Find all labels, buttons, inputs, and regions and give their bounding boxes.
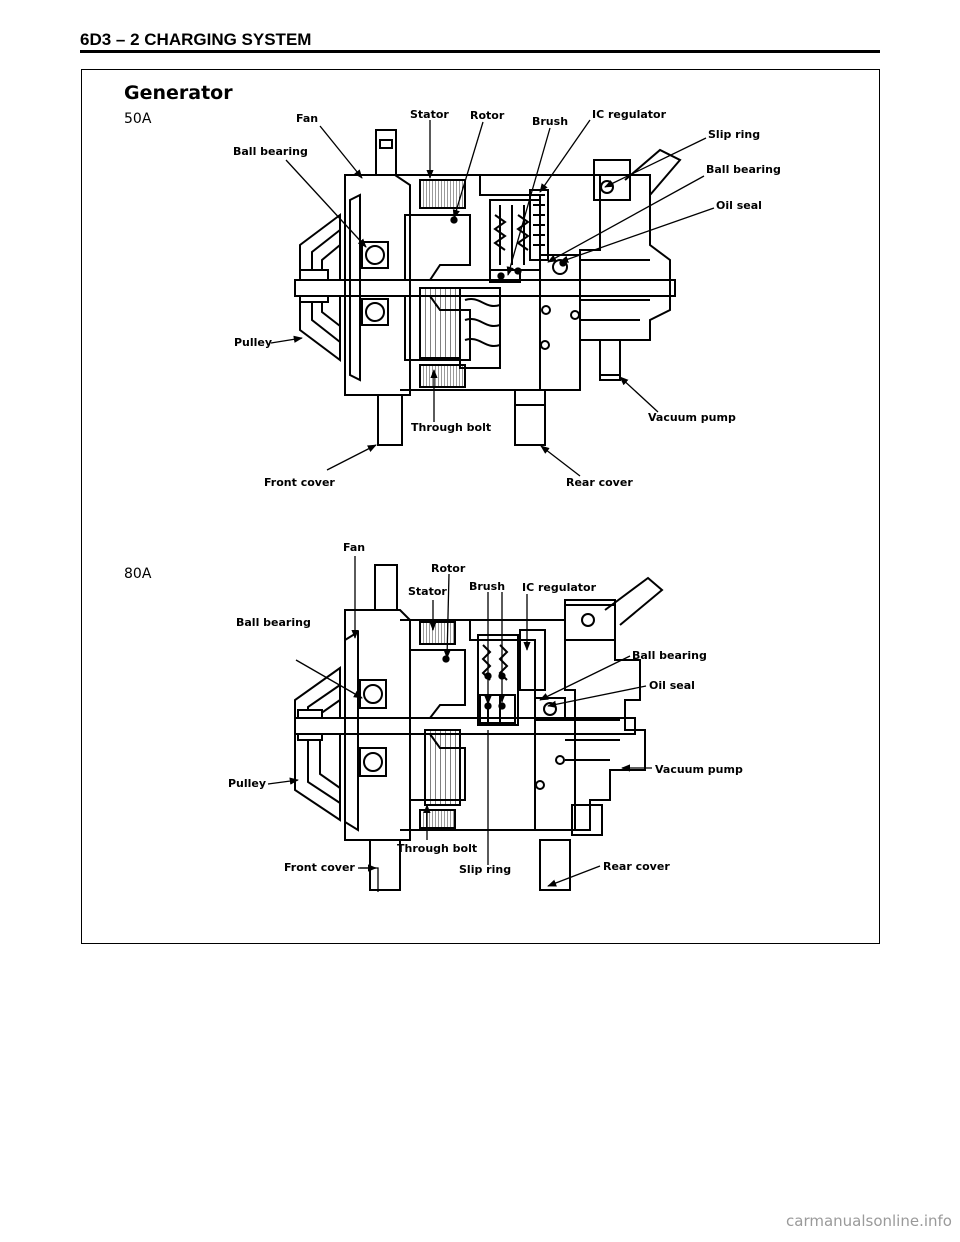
- label-80a-front-cover: Front cover: [284, 861, 355, 874]
- variant-label-80a: 80A: [124, 566, 152, 582]
- label-80a-stator: Stator: [408, 585, 447, 598]
- figure-title: Generator: [124, 82, 233, 104]
- label-50a-pulley: Pulley: [234, 336, 273, 349]
- label-80a-fan: Fan: [343, 541, 366, 554]
- label-50a-slip-ring: Slip ring: [708, 128, 761, 141]
- label-50a-ball-bearing-rear: Ball bearing: [706, 163, 781, 176]
- page-header: 6D3 – 2 CHARGING SYSTEM: [80, 30, 312, 49]
- label-80a-vacuum-pump: Vacuum pump: [655, 763, 743, 776]
- label-80a-rotor: Rotor: [431, 562, 466, 575]
- label-80a-ball-bearing-front: Ball bearing: [236, 616, 311, 629]
- leaders-80a: [267, 556, 652, 892]
- label-80a-ball-bearing-rear: Ball bearing: [632, 649, 707, 662]
- label-80a-ic-regulator: IC regulator: [522, 581, 597, 594]
- label-50a-rotor: Rotor: [470, 109, 505, 122]
- generator-50a-drawing: [294, 129, 682, 446]
- label-50a-vacuum-pump: Vacuum pump: [648, 411, 736, 424]
- figure-frame: [81, 69, 880, 944]
- label-50a-front-cover: Front cover: [264, 476, 335, 489]
- label-50a-through-bolt: Through bolt: [411, 421, 492, 434]
- label-50a-stator: Stator: [410, 108, 449, 121]
- label-50a-oil-seal: Oil seal: [716, 199, 762, 212]
- variant-label-50a: 50A: [124, 111, 152, 127]
- label-50a-ic-regulator: IC regulator: [592, 108, 667, 121]
- label-80a-pulley: Pulley: [228, 777, 267, 790]
- label-80a-through-bolt: Through bolt: [397, 842, 478, 855]
- generator-80a-drawing: [294, 564, 664, 891]
- label-50a-rear-cover: Rear cover: [566, 476, 633, 489]
- label-50a-ball-bearing-front: Ball bearing: [233, 145, 308, 158]
- label-80a-rear-cover: Rear cover: [603, 860, 670, 873]
- label-50a-fan: Fan: [296, 112, 319, 125]
- label-80a-brush: Brush: [469, 580, 506, 593]
- label-50a-brush: Brush: [532, 115, 569, 128]
- leaders-50a: [270, 119, 715, 477]
- footer-watermark: carmanualsonline.info: [786, 1212, 952, 1230]
- label-80a-slip-ring: Slip ring: [459, 863, 512, 876]
- header-rule: [80, 50, 880, 53]
- label-80a-oil-seal: Oil seal: [649, 679, 695, 692]
